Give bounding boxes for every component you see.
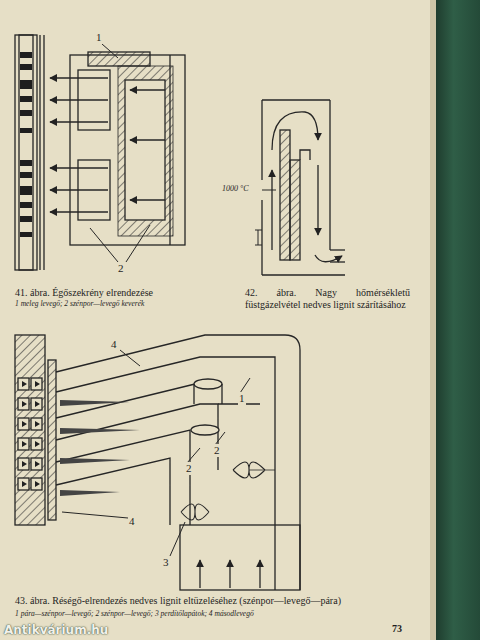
callout-number: 4 xyxy=(128,515,136,528)
callout-number: 3 xyxy=(162,556,170,569)
watermark: Antikvárium.hu xyxy=(4,624,108,638)
book-cover-edge xyxy=(436,0,480,640)
figure-legend: 1 pára—szénpor—levegő; 2 szénpor—levegő;… xyxy=(15,610,433,619)
temperature-label: 1000 °C xyxy=(222,184,249,193)
callout-number: 1 xyxy=(95,31,103,44)
callout-number: 1 xyxy=(238,392,246,405)
flue-gas-offtake-figure xyxy=(255,100,345,275)
page-edge xyxy=(430,0,436,640)
callout-number: 4 xyxy=(110,338,118,351)
figure-caption: 42. ábra. Nagy hőmérsékletű füstgázelvét… xyxy=(245,287,410,310)
figure-legend: 1 meleg levegő; 2 szénpor—levegő keverék xyxy=(15,300,240,309)
burner-box-figure xyxy=(15,35,185,270)
figure-caption: 41. ábra. Égőszekrény elrendezése xyxy=(15,287,235,299)
slot-burner-figure xyxy=(15,335,300,590)
page-number: 73 xyxy=(392,623,402,635)
callout-number: 2 xyxy=(117,262,125,275)
callout-number: 2 xyxy=(213,444,221,457)
figure-caption: 43. ábra. Réségő-elrendezés nedves ligni… xyxy=(15,595,433,607)
callout-number: 2 xyxy=(185,462,193,475)
